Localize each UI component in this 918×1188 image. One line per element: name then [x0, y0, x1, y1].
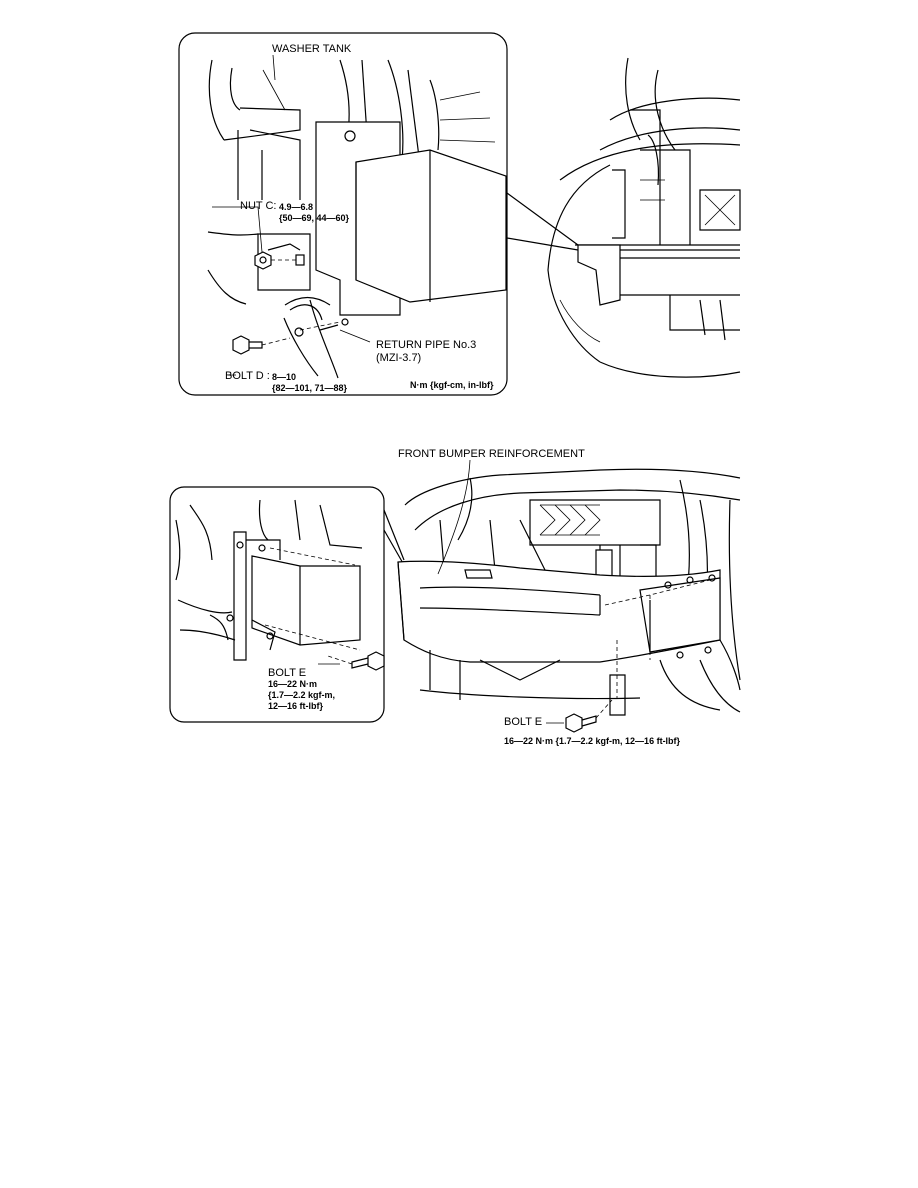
bottom-figure — [169, 459, 741, 733]
bolt-d-label: BOLT D : — [225, 370, 270, 382]
nut-c-torque: 4.9—6.8 — [279, 202, 314, 212]
detail-inset-top-art — [207, 54, 507, 379]
units-note: N·m {kgf-cm, in-lbf} — [410, 380, 494, 390]
detail-inset-top — [178, 32, 508, 396]
inset-bolt-e-label: BOLT E — [268, 667, 307, 679]
nut-c-torque-alt: {50—69, 44—60} — [279, 213, 350, 223]
detail-inset-bottom — [169, 486, 385, 723]
nut-c-label: NUT C: — [240, 200, 277, 212]
bolt-d-torque: 8—10 — [272, 372, 297, 382]
return-pipe-label: RETURN PIPE No.3 — [376, 339, 477, 351]
return-pipe-ref: (MZI-3.7) — [376, 352, 422, 364]
callout-wedge-bottom — [383, 509, 405, 566]
front-bumper-reinforcement-label: FRONT BUMPER REINFORCEMENT — [398, 448, 585, 460]
inset-bolt-e-torque-2: {1.7—2.2 kgf-m, — [268, 690, 336, 700]
bolt-d-torque-alt: {82—101, 71—88} — [272, 383, 348, 393]
inset-bolt-e-torque-3: 12—16 ft-lbf} — [268, 701, 324, 711]
detail-inset-bottom-art — [175, 499, 385, 671]
vehicle-front-overview — [547, 57, 741, 378]
callout-wedge-top — [506, 192, 579, 251]
washer-tank-label: WASHER TANK — [272, 43, 352, 55]
bolt-e-label: BOLT E — [504, 716, 543, 728]
top-figure — [178, 32, 741, 396]
bolt-e-torque: 16—22 N·m {1.7—2.2 kgf-m, 12—16 ft-lbf} — [504, 736, 681, 746]
inset-bolt-e-torque-1: 16—22 N·m — [268, 679, 318, 689]
bumper-reinforcement-art — [397, 459, 741, 733]
